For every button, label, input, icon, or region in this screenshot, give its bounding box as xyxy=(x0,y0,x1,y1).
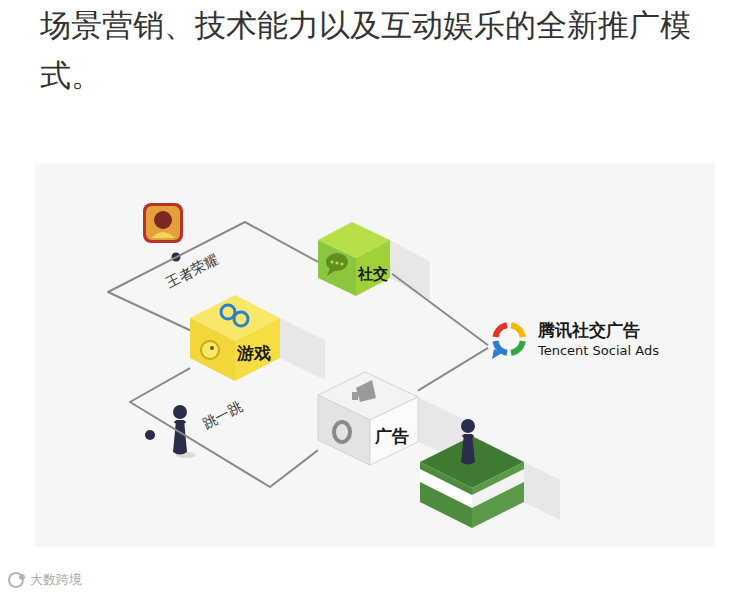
path-label: 王者荣耀 xyxy=(164,252,220,290)
pawn-figure xyxy=(461,419,475,433)
watermark-logo xyxy=(19,574,25,580)
social-cube xyxy=(330,260,333,263)
node-title: 社交 xyxy=(358,267,388,282)
pawn-figure xyxy=(174,420,186,424)
base-block xyxy=(420,469,472,508)
game-app-icon xyxy=(143,203,183,243)
logo-arc xyxy=(496,325,508,337)
shadow xyxy=(280,318,325,380)
intro-text: 场景营销、技术能力以及互动娱乐的全新推广模式。 xyxy=(40,0,710,100)
brand-logo-node: 腾讯社交广告 Tencent Social Ads xyxy=(488,318,663,362)
social-cube xyxy=(318,240,356,296)
social-cube xyxy=(340,262,343,265)
pawn-figure xyxy=(173,405,196,458)
pawn-figure xyxy=(173,405,187,419)
game-cube xyxy=(234,312,248,326)
game-cube xyxy=(201,341,219,359)
ad-cube xyxy=(356,380,376,402)
ad-cube-node: 广告 xyxy=(318,372,418,465)
base-block xyxy=(472,469,524,508)
social-cube xyxy=(335,261,338,264)
path-connector xyxy=(418,348,488,391)
node-title: 广告 xyxy=(375,428,409,445)
game-app-icon xyxy=(154,211,172,229)
game-cube-node: 游戏 xyxy=(190,295,280,381)
path-label: 跳一跳 xyxy=(200,399,244,431)
panel xyxy=(35,163,715,547)
brand-logo-mark xyxy=(488,319,530,361)
pawn-figure xyxy=(461,434,475,465)
pawn-figure xyxy=(462,434,474,438)
watermark-logo xyxy=(9,573,25,587)
panel xyxy=(35,163,715,547)
game-cube xyxy=(210,346,214,350)
social-cube xyxy=(318,222,390,296)
node-title: 游戏 xyxy=(237,345,271,362)
ad-cube xyxy=(352,392,358,400)
ad-cube xyxy=(318,372,418,465)
pawn-figure xyxy=(173,420,187,455)
social-cube xyxy=(326,253,348,271)
logo-arc xyxy=(511,325,523,337)
base-block xyxy=(420,462,472,528)
ad-cube xyxy=(370,397,418,465)
path-dot xyxy=(145,430,155,440)
shadow xyxy=(524,462,560,520)
game-app-icon xyxy=(146,206,180,240)
game-app-icon xyxy=(151,232,175,238)
node-subtitle: Tencent Social Ads xyxy=(538,344,659,357)
logo-tail xyxy=(492,349,502,359)
ad-cube xyxy=(318,395,370,465)
social-cube-node: 社交 xyxy=(318,222,392,296)
logo-arc xyxy=(496,341,508,353)
shadow xyxy=(280,240,560,520)
game-cube xyxy=(190,295,280,381)
path-connector xyxy=(130,368,318,487)
shadow xyxy=(390,240,430,300)
logo-arc xyxy=(511,341,523,353)
game-app-icon xyxy=(143,203,183,243)
pawn-figure xyxy=(461,419,475,465)
base-block xyxy=(472,462,524,528)
node-title: 腾讯社交广告 xyxy=(538,322,640,339)
watermark: 大数跨境 xyxy=(30,572,82,588)
ad-cube xyxy=(334,422,350,442)
social-cube xyxy=(356,240,390,296)
game-cube xyxy=(190,318,235,381)
social-cube xyxy=(327,268,336,276)
path-connector xyxy=(392,274,488,345)
